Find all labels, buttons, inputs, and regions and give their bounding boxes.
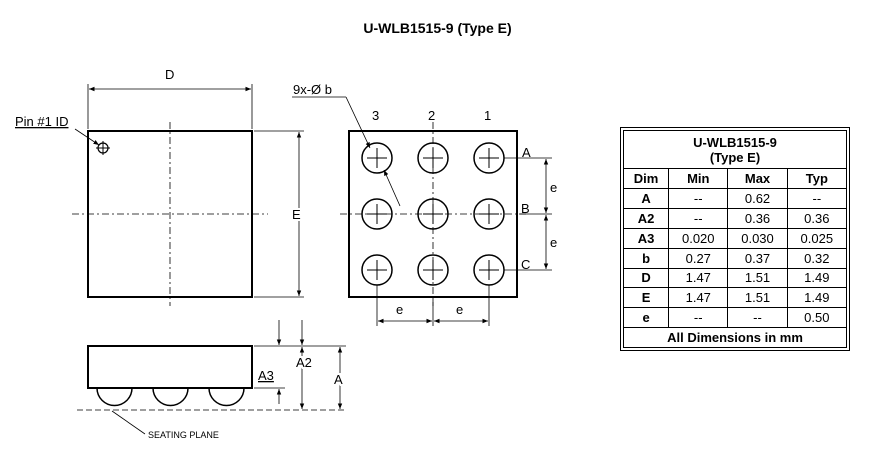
seating-plane-label: SEATING PLANE bbox=[148, 430, 219, 440]
cell-dim: b bbox=[622, 247, 670, 269]
table-caption: U-WLB1515-9 (Type E) bbox=[623, 129, 847, 170]
pitch-e-label-vertical-1: e bbox=[550, 180, 557, 195]
side-ball-1 bbox=[96, 387, 133, 407]
cell-min: 1.47 bbox=[668, 267, 729, 289]
table-header-row: Dim Min Max Typ bbox=[622, 168, 848, 190]
dim-A3-label: A3 bbox=[258, 368, 274, 383]
dimension-table: U-WLB1515-9 (Type E) Dim Min Max Typ A -… bbox=[620, 127, 850, 351]
table-row: A3 0.020 0.030 0.025 bbox=[622, 227, 848, 249]
row-label-A: A bbox=[522, 145, 531, 160]
row-label-B: B bbox=[521, 201, 530, 216]
cell-max: 0.62 bbox=[727, 188, 788, 210]
table-title: U-WLB1515-9 bbox=[693, 134, 777, 150]
table-row: E 1.47 1.51 1.49 bbox=[622, 287, 848, 309]
dim-A2-label: A2 bbox=[296, 355, 312, 370]
solder-ball-B1 bbox=[473, 198, 505, 230]
cell-max: 1.51 bbox=[727, 267, 788, 289]
cell-dim: A bbox=[622, 188, 670, 210]
dim-A-label: A bbox=[334, 372, 343, 387]
cell-max: 1.51 bbox=[727, 287, 788, 309]
dim-E-label: E bbox=[292, 207, 301, 222]
table-row: e -- -- 0.50 bbox=[622, 307, 848, 329]
header-max: Max bbox=[727, 168, 788, 190]
table-row: b 0.27 0.37 0.32 bbox=[622, 247, 848, 269]
dim-D-label: D bbox=[165, 67, 174, 82]
side-ball-3 bbox=[208, 387, 245, 407]
cell-min: 0.27 bbox=[668, 247, 729, 269]
cell-min: -- bbox=[668, 208, 729, 229]
cell-typ: 0.36 bbox=[786, 208, 848, 229]
pitch-e-label-horizontal-1: e bbox=[396, 302, 403, 317]
table-row: A -- 0.62 -- bbox=[622, 188, 848, 210]
cell-dim: e bbox=[622, 307, 670, 329]
table-footer: All Dimensions in mm bbox=[623, 327, 847, 348]
solder-ball-C3 bbox=[361, 254, 393, 286]
header-dim: Dim bbox=[622, 168, 670, 190]
cell-typ: 1.49 bbox=[786, 287, 848, 309]
cell-max: 0.36 bbox=[727, 208, 788, 229]
pitch-e-label-vertical-2: e bbox=[550, 235, 557, 250]
pin1-marker-icon bbox=[96, 141, 110, 155]
side-ball-2 bbox=[152, 387, 189, 407]
cell-min: 0.020 bbox=[668, 227, 729, 249]
table-row: A2 -- 0.36 0.36 bbox=[622, 208, 848, 229]
bottom-view: 9x-Ø b 3 2 1 A B C e e e e bbox=[292, 82, 557, 326]
row-label-C: C bbox=[521, 257, 530, 272]
cell-max: -- bbox=[727, 307, 788, 329]
cell-dim: A2 bbox=[622, 208, 670, 229]
solder-ball-B3 bbox=[361, 198, 393, 230]
table-row: D 1.47 1.51 1.49 bbox=[622, 267, 848, 289]
cell-max: 0.030 bbox=[727, 227, 788, 249]
pin1-label: Pin #1 ID bbox=[15, 114, 68, 129]
cell-dim: A3 bbox=[622, 227, 670, 249]
table-subtitle: (Type E) bbox=[709, 149, 761, 165]
column-label-1: 1 bbox=[484, 108, 491, 123]
page-title: U-WLB1515-9 (Type E) bbox=[363, 20, 512, 36]
solder-ball-C1 bbox=[473, 254, 505, 286]
cell-max: 0.37 bbox=[727, 247, 788, 269]
solder-ball-B2 bbox=[417, 198, 449, 230]
cell-typ: 0.32 bbox=[786, 247, 848, 269]
solder-ball-A1 bbox=[473, 142, 505, 174]
cell-dim: D bbox=[622, 267, 670, 289]
cell-min: -- bbox=[668, 307, 729, 329]
side-view: SEATING PLANE A3 A2 A bbox=[77, 320, 346, 440]
cell-typ: 0.025 bbox=[786, 227, 848, 249]
cell-min: 1.47 bbox=[668, 287, 729, 309]
header-min: Min bbox=[668, 168, 729, 190]
cell-typ: 1.49 bbox=[786, 267, 848, 289]
column-label-3: 3 bbox=[372, 108, 379, 123]
pitch-e-label-horizontal-2: e bbox=[456, 302, 463, 317]
column-label-2: 2 bbox=[428, 108, 435, 123]
solder-ball-A2 bbox=[417, 142, 449, 174]
top-view: Pin #1 ID D E bbox=[15, 67, 304, 306]
solder-ball-A3 bbox=[361, 142, 393, 174]
cell-typ: 0.50 bbox=[786, 307, 848, 329]
side-view-body bbox=[87, 345, 253, 389]
header-typ: Typ bbox=[786, 168, 848, 190]
cell-dim: E bbox=[622, 287, 670, 309]
ball-callout-label: 9x-Ø b bbox=[293, 82, 332, 97]
cell-min: -- bbox=[668, 188, 729, 210]
cell-typ: -- bbox=[786, 188, 848, 210]
solder-ball-C2 bbox=[417, 254, 449, 286]
